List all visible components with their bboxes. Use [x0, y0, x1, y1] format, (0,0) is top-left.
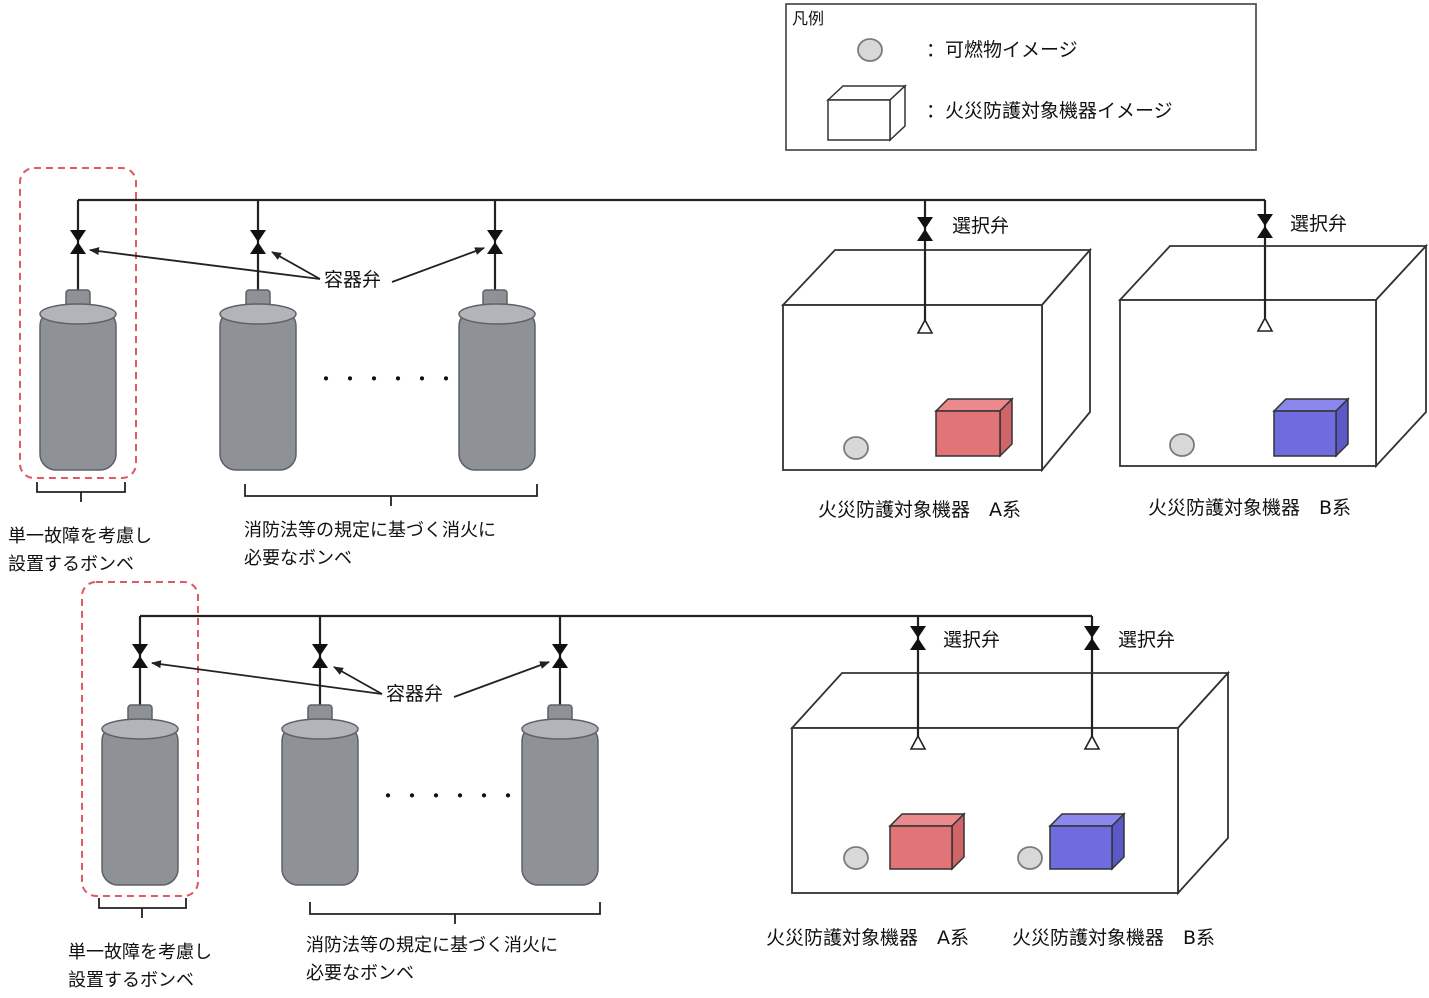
- required-cylinder-label: 消防法等の規定に基づく消火に: [244, 520, 496, 541]
- redundant-cylinder-label: 単一故障を考慮し: [68, 942, 212, 963]
- gas-cylinder: [219, 289, 297, 471]
- equipment-a-icon: [888, 812, 966, 871]
- upper-system: 選択弁 選択弁 ・・・・・・ 容器弁 単一故障を考慮し 設置するボンベ 消防法等: [8, 167, 1429, 575]
- equipment-b-icon: [1048, 812, 1126, 871]
- selector-valve-icon: [1084, 626, 1100, 650]
- combustible-icon: [857, 38, 883, 62]
- selector-valve-label: 選択弁: [952, 215, 1009, 237]
- room-b-label: 火災防護対象機器 B系: [1148, 497, 1351, 519]
- combustible-icon: [1169, 433, 1195, 457]
- container-valve-icon: [312, 644, 328, 668]
- gas-cylinder: [281, 704, 359, 886]
- legend-combustible-label: ：可燃物イメージ: [926, 39, 1078, 61]
- required-cylinder-label: 消防法等の規定に基づく消火に: [306, 935, 558, 956]
- brace: [98, 898, 187, 918]
- redundant-cylinder-frame: [19, 167, 137, 479]
- redundant-cylinder-label: 単一故障を考慮し: [8, 526, 152, 547]
- container-valve-icon: [552, 644, 568, 668]
- more-cylinders-ellipsis: ・・・・・・: [316, 367, 460, 391]
- selector-valve-label: 選択弁: [1118, 629, 1175, 651]
- equipment-a-icon: [934, 397, 1014, 458]
- room-a-label: 火災防護対象機器 A系: [766, 927, 969, 949]
- lower-system: 選択弁 選択弁 ・・・・・・ 容器弁 単一故障を考慮し 設置するボンベ 消防法等…: [68, 581, 1231, 991]
- selector-valve-icon: [917, 217, 933, 241]
- legend-box: 凡例 ：可燃物イメージ ：火災防護対象機器イメージ: [785, 3, 1257, 151]
- nozzle-icon: [916, 318, 934, 334]
- container-valve-icon: [70, 230, 86, 254]
- brace: [309, 902, 601, 924]
- nozzle-icon: [1256, 316, 1274, 332]
- room-b-label: 火災防護対象機器 B系: [1012, 927, 1215, 949]
- redundant-cylinder-frame: [81, 581, 199, 897]
- more-cylinders-ellipsis: ・・・・・・: [378, 784, 522, 808]
- brace: [244, 484, 538, 506]
- brace: [36, 482, 126, 502]
- gas-cylinder: [39, 289, 117, 471]
- required-cylinder-label: 必要なボンベ: [306, 963, 414, 984]
- selector-valve-icon: [910, 626, 926, 650]
- container-valve-label: 容器弁: [386, 683, 443, 705]
- equipment-box-icon: [826, 84, 907, 142]
- redundant-cylinder-label: 設置するボンベ: [8, 554, 134, 575]
- gas-cylinder: [458, 289, 536, 471]
- redundant-cylinder-label: 設置するボンベ: [68, 970, 194, 991]
- room-a-label: 火災防護対象機器 A系: [818, 499, 1021, 521]
- required-cylinder-label: 必要なボンベ: [244, 548, 352, 569]
- legend-title: 凡例: [792, 9, 824, 28]
- nozzle-icon: [1083, 734, 1101, 750]
- container-valve-icon: [132, 644, 148, 668]
- container-valve-icon: [487, 230, 503, 254]
- gas-cylinder: [521, 704, 599, 886]
- nozzle-icon: [909, 734, 927, 750]
- combustible-icon: [1017, 846, 1043, 870]
- container-valve-label: 容器弁: [324, 269, 381, 291]
- combustible-icon: [843, 846, 869, 870]
- selector-valve-label: 選択弁: [1290, 213, 1347, 235]
- protected-room-b: [1117, 243, 1429, 469]
- selector-valve-label: 選択弁: [943, 629, 1000, 651]
- container-valve-icon: [250, 230, 266, 254]
- legend-equipment-label: ：火災防護対象機器イメージ: [926, 100, 1173, 122]
- gas-cylinder: [101, 704, 179, 886]
- combustible-icon: [843, 436, 869, 460]
- equipment-b-icon: [1272, 397, 1350, 458]
- selector-valve-icon: [1257, 214, 1273, 238]
